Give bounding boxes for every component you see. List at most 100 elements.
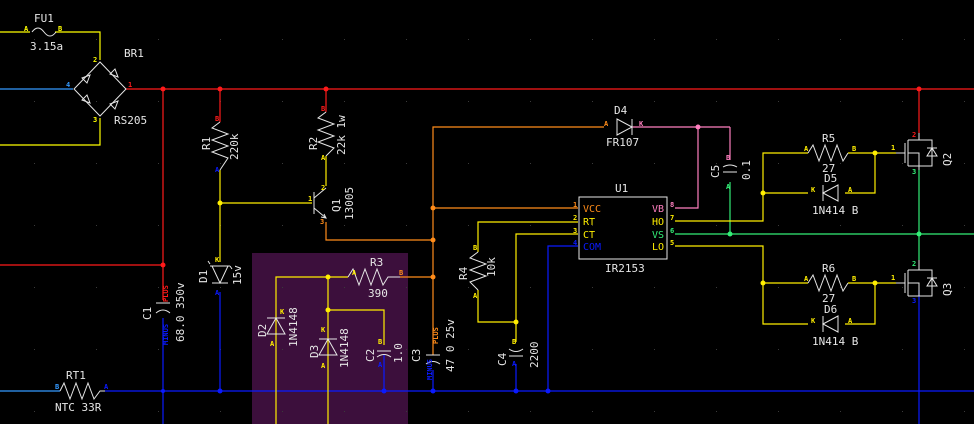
grid-dot — [778, 39, 779, 40]
pin-label: 1 — [128, 81, 132, 89]
br1-value: RS205 — [114, 114, 147, 127]
grid-dot — [902, 349, 903, 350]
grid-dot — [406, 349, 407, 350]
pin-label: 3 — [93, 116, 97, 124]
grid-dot — [406, 39, 407, 40]
grid-dot — [96, 287, 97, 288]
d5-ref: D5 — [824, 172, 837, 185]
grid-dot — [282, 411, 283, 412]
resistor-r6[interactable]: R6 27 A B — [804, 262, 856, 305]
grid-dot — [592, 225, 593, 226]
r6-value: 27 — [822, 292, 835, 305]
grid-dot — [654, 411, 655, 412]
mosfet-q3[interactable]: Q3 1 2 3 — [891, 260, 954, 305]
r5-ref: R5 — [822, 132, 835, 145]
grid-dot — [220, 287, 221, 288]
grid-dot — [902, 287, 903, 288]
grid-dot — [468, 411, 469, 412]
fu1-ref: FU1 — [34, 12, 54, 25]
net-ground[interactable] — [105, 245, 974, 424]
grid-dot — [778, 225, 779, 226]
transistor-q1[interactable]: Q1 13005 1 2 3 — [308, 184, 356, 226]
u1-pin-number: 3 — [573, 227, 577, 235]
r3-value: 390 — [368, 287, 388, 300]
mosfet-q2[interactable]: Q2 1 2 3 — [891, 131, 954, 176]
pin-label: 2 — [321, 184, 325, 192]
grid-dot — [716, 163, 717, 164]
grid-dot — [344, 349, 345, 350]
net-dc-bus[interactable] — [0, 88, 974, 300]
pin-label: B — [512, 338, 516, 346]
grid-dot — [592, 163, 593, 164]
thermistor-rt1[interactable]: RT1 NTC 33R B A — [55, 369, 109, 414]
u1-pin-name: COM — [583, 242, 601, 253]
r4-value: 10k — [485, 257, 498, 277]
pin-label: 2 — [912, 131, 916, 139]
resistor-r4[interactable]: R4 10k B A — [457, 244, 498, 300]
grid-dot — [716, 39, 717, 40]
diode-d3[interactable]: D3 1N4148 K A — [308, 326, 351, 370]
grid-dot — [964, 287, 965, 288]
grid-dot — [158, 163, 159, 164]
d1-value: 15v — [231, 265, 244, 285]
grid-dot — [654, 163, 655, 164]
r1-ref: R1 — [200, 137, 213, 150]
grid-dot — [530, 163, 531, 164]
d3-value: 1N4148 — [338, 328, 351, 368]
grid-dot — [654, 225, 655, 226]
pin-label: 3 — [912, 168, 916, 176]
grid-dot — [468, 101, 469, 102]
grid-dot — [406, 287, 407, 288]
capacitor-c2[interactable]: C2 1.0 B A — [364, 338, 405, 369]
net-ac-line[interactable] — [0, 31, 101, 146]
grid-dot — [530, 225, 531, 226]
pin-label: A — [848, 186, 853, 194]
resistor-r2[interactable]: R2 22k 1w B A — [307, 105, 348, 186]
bridge-rectifier-br1[interactable]: BR1 RS205 1 2 3 4 — [66, 47, 147, 127]
pin-label: A — [848, 317, 853, 325]
grid-dot — [96, 349, 97, 350]
pin-label: A — [804, 145, 809, 153]
net-vb[interactable] — [632, 126, 731, 209]
diode-d2[interactable]: D2 1N4148 K A — [256, 307, 300, 348]
pin-label: 1 — [891, 144, 895, 152]
u1-pin-name: VB — [652, 204, 664, 215]
grid-dot — [840, 349, 841, 350]
capacitor-c5[interactable]: C5 0.1 B A — [709, 154, 753, 191]
net-ac-neutral[interactable] — [0, 88, 73, 392]
grid-dot — [158, 287, 159, 288]
grid-dot — [158, 411, 159, 412]
grid-dot — [282, 287, 283, 288]
diode-d5[interactable]: D5 1N414 B K A — [811, 172, 859, 217]
fuse-fu1[interactable]: FU1 3.15a A B — [24, 12, 63, 53]
pin-label: A — [321, 362, 326, 370]
capacitor-c3[interactable]: C3 47 0 25v PLUS MINUS — [410, 319, 457, 380]
grid-dot — [716, 101, 717, 102]
grid-dot — [530, 39, 531, 40]
grid-dot — [902, 411, 903, 412]
net-vs[interactable] — [675, 170, 974, 260]
u1-pin-number: 1 — [573, 201, 577, 209]
c4-value: 2200 — [528, 342, 541, 369]
u1-pin-name: CT — [583, 230, 595, 241]
capacitor-c4[interactable]: C4 2200 B A — [496, 338, 541, 368]
pin-label: K — [215, 256, 220, 264]
pin-label: MINUS — [162, 324, 170, 345]
grid-dot — [530, 411, 531, 412]
diode-d6[interactable]: D6 1N414 B K A — [811, 303, 859, 348]
grid-dot — [778, 411, 779, 412]
resistor-r3[interactable]: R3 390 A B — [347, 256, 403, 300]
pin-label: 2 — [912, 260, 916, 268]
capacitor-c1[interactable]: C1 68.0 350v PLUS MINUS — [141, 282, 187, 345]
grid-dot — [282, 163, 283, 164]
grid-dot — [902, 39, 903, 40]
zener-diode-d1[interactable]: D1 15v K A — [197, 256, 244, 297]
grid-dot — [34, 349, 35, 350]
resistor-r5[interactable]: R5 27 A B — [804, 132, 856, 175]
resistor-r1[interactable]: R1 220k B A — [200, 115, 241, 174]
u1-pin-number: 5 — [670, 239, 674, 247]
diode-d4[interactable]: D4 FR107 A K — [604, 104, 644, 149]
grid-dot — [902, 101, 903, 102]
